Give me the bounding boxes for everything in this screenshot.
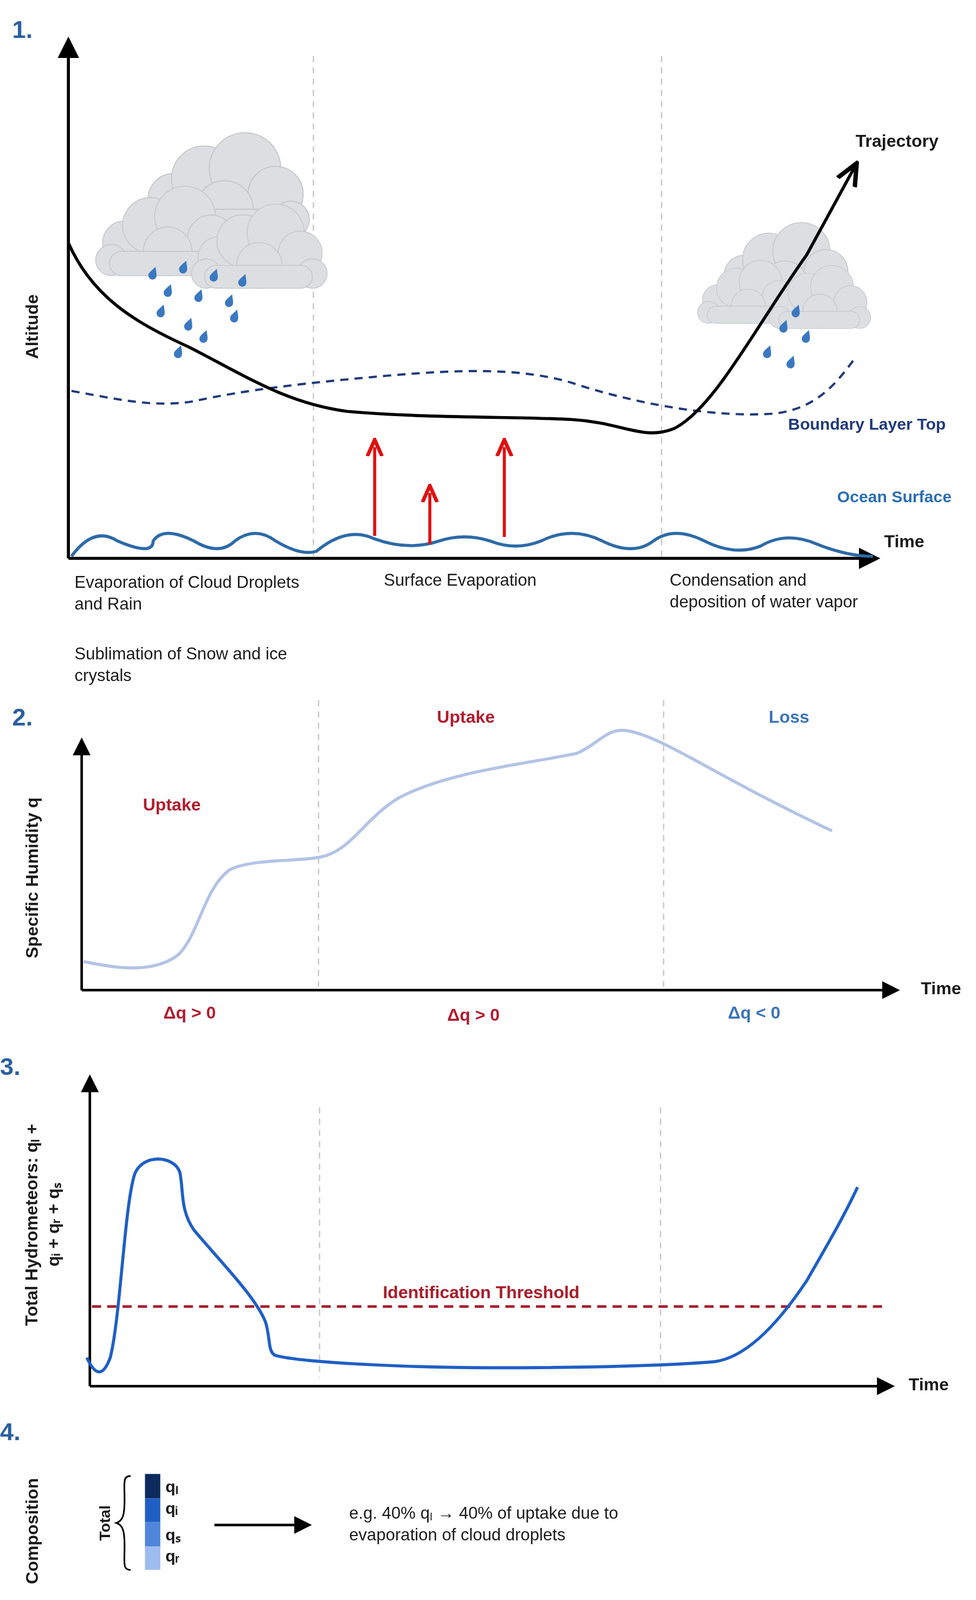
rain-drop <box>785 354 798 370</box>
legend-label: qₛ <box>165 1523 181 1546</box>
rain-drop <box>778 318 791 334</box>
divider <box>312 56 314 557</box>
evaporation-arrows <box>374 447 504 545</box>
divider <box>318 700 320 988</box>
rain-drop <box>147 265 160 281</box>
humidity-curve <box>83 730 832 969</box>
bracket-label: Total <box>95 1505 115 1541</box>
boundary-layer-top-line <box>71 357 856 415</box>
rain-drop <box>172 344 186 360</box>
phase-label: Uptake <box>436 706 495 729</box>
delta-label: Δq > 0 <box>163 1002 216 1025</box>
composition-arrow <box>214 1523 309 1527</box>
phase-dividers <box>313 56 662 557</box>
legend-entry: qₛ <box>145 1522 207 1547</box>
rain-drop <box>236 272 250 288</box>
trajectory-line <box>68 165 856 433</box>
rain-drop <box>208 267 222 283</box>
rain-drop <box>183 316 196 332</box>
boundary-layer-label: Boundary Layer Top <box>787 414 946 436</box>
rain-drop <box>162 282 176 299</box>
rain-drops <box>147 259 813 370</box>
panel-1-axes <box>68 40 876 559</box>
y-axis <box>66 40 70 559</box>
rain-drop <box>177 259 191 275</box>
axis-title: Specific Humidity q <box>21 797 44 959</box>
y-axis <box>88 1077 92 1387</box>
x-axis <box>89 1385 892 1388</box>
cloud-left <box>95 132 328 289</box>
brace <box>116 1476 131 1570</box>
red-arrow <box>373 447 377 536</box>
phase-caption: Condensation and deposition of water vap… <box>669 569 875 612</box>
legend-label: qₗ <box>165 1475 179 1498</box>
rain-drop <box>192 287 206 303</box>
x-axis <box>81 989 897 992</box>
axis-title: Composition <box>21 1478 44 1585</box>
rain-drop <box>761 344 775 360</box>
rain-drop <box>800 328 813 345</box>
red-arrow <box>502 447 507 538</box>
legend-swatch <box>145 1546 161 1570</box>
axis-title: Altitude <box>21 294 44 359</box>
rain-drop <box>223 293 237 309</box>
cloud-right <box>697 222 871 329</box>
legend-swatch <box>145 1474 161 1498</box>
panel-number: 4. <box>0 1417 21 1449</box>
hydrometeor-curve <box>86 1159 858 1373</box>
phase-label: Loss <box>768 706 810 729</box>
red-arrow <box>428 493 432 545</box>
note-text: e.g. 40% qₗ → 40% of uptake due to evapo… <box>348 1502 697 1546</box>
legend-label: qᵢ <box>165 1499 178 1518</box>
divider <box>660 1107 662 1379</box>
legend-swatch <box>145 1498 161 1523</box>
trajectory-label: Trajectory <box>855 130 939 153</box>
panel-3-axes <box>89 1077 892 1387</box>
axis-title: Time <box>920 978 961 1000</box>
divider <box>318 1107 320 1379</box>
delta-label: Δq < 0 <box>727 1002 781 1025</box>
ocean-surface-label: Ocean Surface <box>837 487 952 508</box>
threshold-label: Identification Threshold <box>379 1282 583 1304</box>
axis-title: Total Hydrometeors: qₗ + qᵢ + qᵣ + qₛ <box>21 1117 65 1333</box>
panel-number: 1. <box>12 14 34 45</box>
divider <box>661 56 663 557</box>
legend-entry: qᵣ <box>145 1546 207 1570</box>
panel-2-axes <box>81 741 897 991</box>
legend-label: qᵣ <box>165 1547 180 1566</box>
y-axis <box>80 741 83 991</box>
phase-caption: Sublimation of Snow and ice crystals <box>74 643 305 686</box>
delta-label: Δq > 0 <box>447 1004 500 1027</box>
ocean-wave <box>71 533 874 557</box>
legend-swatch <box>145 1522 161 1547</box>
rain-drop <box>198 328 211 345</box>
cloud <box>768 265 871 329</box>
x-axis <box>68 557 876 561</box>
axis-title: Time <box>908 1374 949 1396</box>
axis-title: Time <box>883 531 924 553</box>
panel-number: 3. <box>0 1051 21 1083</box>
rain-drop <box>228 308 242 324</box>
rain-drop <box>790 303 803 319</box>
phase-dividers <box>318 700 664 988</box>
cloud <box>191 204 327 289</box>
phase-label: Uptake <box>143 794 202 817</box>
threshold-line <box>92 1305 889 1309</box>
legend-entry: qᵢ <box>145 1498 207 1523</box>
phase-dividers <box>319 1107 661 1379</box>
phase-caption: Surface Evaporation <box>383 569 619 591</box>
legend-entry: qₗ <box>145 1474 207 1498</box>
panel-number: 2. <box>12 702 34 734</box>
rain-drop <box>155 303 168 319</box>
phase-caption: Evaporation of Cloud Droplets and Rain <box>74 571 305 614</box>
